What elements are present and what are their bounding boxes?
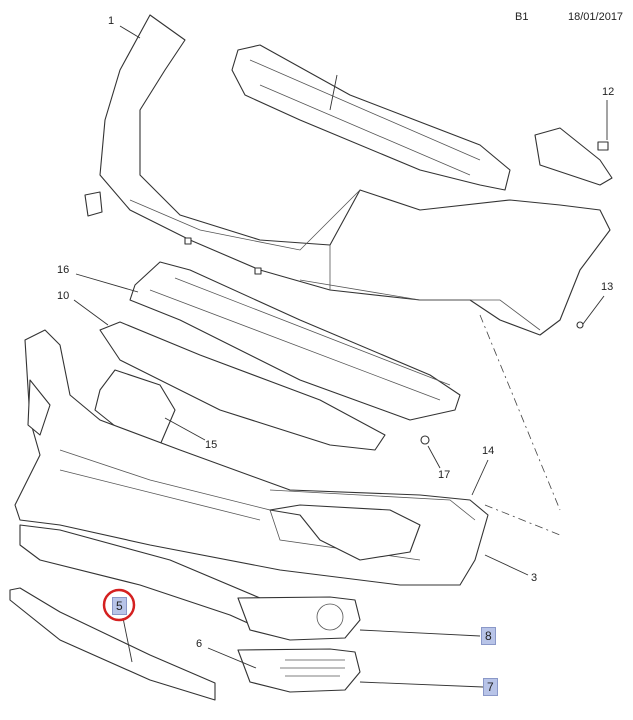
callout-5[interactable]: 5: [112, 597, 127, 615]
callout-16[interactable]: 16: [57, 264, 70, 276]
callout-14[interactable]: 14: [482, 445, 495, 457]
upper-bumper-cover: [99, 14, 611, 336]
trim-strip-5: [9, 587, 216, 701]
callout-12[interactable]: 12: [602, 86, 615, 98]
callout-17[interactable]: 17: [438, 469, 451, 481]
callout-7[interactable]: 7: [483, 678, 498, 696]
absorber-10: [99, 321, 386, 451]
fog-lamp-opening: [269, 504, 421, 561]
clip-12: [597, 141, 609, 151]
mount-hole: [254, 267, 262, 275]
selection-ring: [102, 588, 136, 622]
leader-lines: [73, 25, 608, 688]
callout-6[interactable]: 6: [196, 638, 203, 650]
license-plate-bracket-15: [94, 369, 176, 446]
fog-lamp-bezel-8: [237, 596, 361, 641]
left-fog-opening: [27, 379, 51, 436]
bumper-beam-16: [129, 261, 461, 421]
tow-cover: [84, 191, 103, 217]
diagram-date: 18/01/2017: [568, 11, 624, 23]
upper-reinforcement: [231, 44, 511, 191]
callout-8[interactable]: 8: [481, 627, 496, 645]
mount-hole: [184, 237, 192, 245]
callout-13[interactable]: 13: [601, 281, 614, 293]
page-code: B1: [515, 11, 529, 23]
callout-10[interactable]: 10: [57, 290, 70, 302]
callout-15[interactable]: 15: [205, 439, 218, 451]
right-bracket: [534, 127, 613, 186]
fog-grille-7: [237, 648, 361, 693]
screw-13: [576, 321, 584, 329]
fastener-17: [420, 435, 430, 445]
callout-1[interactable]: 1: [108, 15, 115, 27]
callout-3[interactable]: 3: [531, 572, 538, 584]
